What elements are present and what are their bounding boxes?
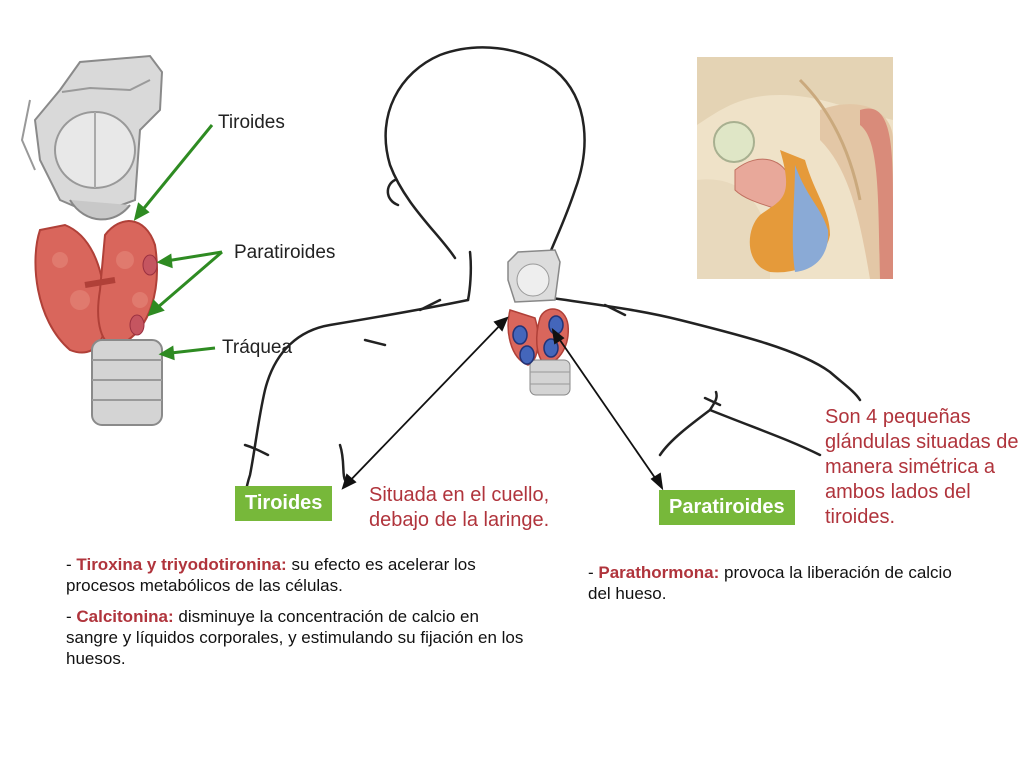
thyroid-location-note: Situada en el cuello, debajo de la larin… <box>369 484 550 531</box>
thyroid-label: Tiroides <box>235 486 333 521</box>
thyroid-hormones-list: - Tiroxina y triyodotironina: su efecto … <box>66 554 531 679</box>
figure-label-thyroid: Tiroides <box>218 112 285 133</box>
thyroid-hormone-item: - Tiroxina y triyodotironina: su efecto … <box>66 555 476 595</box>
pointer-arrows <box>341 316 664 491</box>
thyroid-hormone-item: - Calcitonina: disminuye la concentració… <box>66 607 524 668</box>
figure-label-trachea: Tráquea <box>222 337 293 358</box>
neck-thyroid-illustration <box>507 249 571 396</box>
hormone-name: Parathormona: <box>598 563 720 582</box>
trachea-illustration <box>91 339 163 426</box>
larynx-cartilage <box>20 54 164 221</box>
figure-label-parathyroid: Paratiroides <box>234 242 336 263</box>
hormone-effect: su efecto es acelerar los procesos metab… <box>66 555 476 595</box>
hormone-effect: provoca la liberación de calcio del hues… <box>588 563 952 603</box>
parathyroid-hormone-item: - Parathormona: provoca la liberación de… <box>588 563 952 603</box>
parathyroid-label: Paratiroides <box>659 490 795 525</box>
hormone-name: Calcitonina: <box>76 607 174 626</box>
figure-arrows <box>133 124 223 361</box>
parathyroid-description-note: Son 4 pequeñas glándulas situadas de man… <box>825 406 1019 528</box>
hormone-effect: disminuye la concentración de calcio en … <box>66 607 524 668</box>
hormone-name: Tiroxina y triyodotironina: <box>76 555 287 574</box>
parathyroid-hormones-list: - Parathormona: provoca la liberación de… <box>588 562 968 614</box>
